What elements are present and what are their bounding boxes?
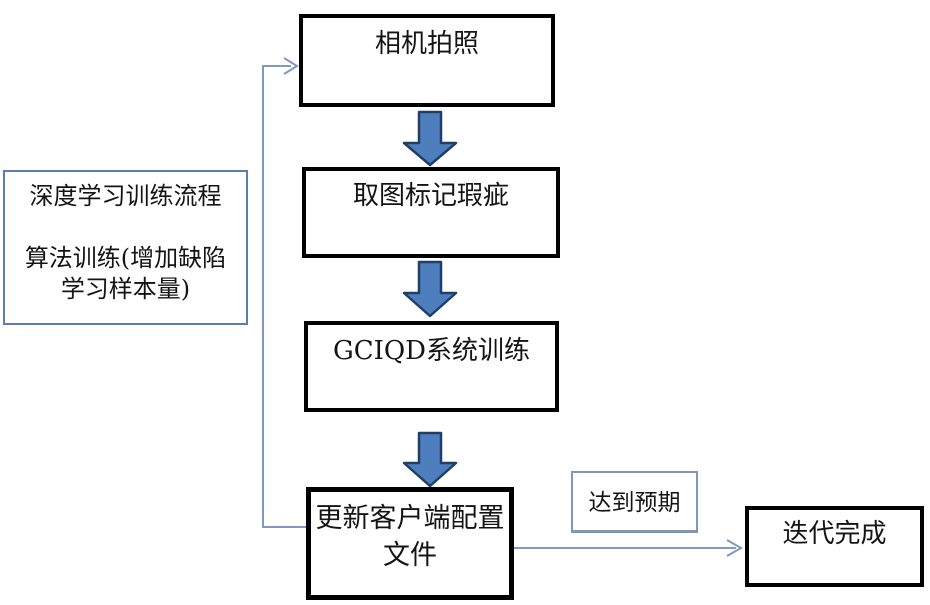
node-iteration-done: 迭代完成 — [745, 506, 924, 587]
label-expected-result: 达到预期 — [571, 471, 698, 533]
node-mark-defects-label: 取图标记瑕疵 — [352, 181, 509, 211]
down-block-arrow-3-icon — [402, 431, 458, 488]
note-blank-line — [5, 212, 246, 243]
node-camera: 相机拍照 — [299, 14, 555, 107]
label-expected-result-text: 达到预期 — [588, 490, 681, 516]
note-line-2: 算法训练(增加缺陷 — [24, 244, 227, 272]
node-update-config-line2: 文件 — [383, 540, 437, 571]
done-arrowhead-icon — [726, 539, 744, 557]
node-update-config-line1: 更新客户端配置 — [315, 503, 505, 534]
process-note-box: 深度学习训练流程 算法训练(增加缺陷 学习样本量) — [3, 170, 248, 325]
down-block-arrow-2-icon — [402, 260, 458, 318]
loopback-connector-line — [262, 65, 307, 528]
loopback-arrowhead-icon — [283, 57, 299, 75]
node-update-config: 更新客户端配置 文件 — [306, 487, 514, 600]
note-line-3: 学习样本量) — [60, 275, 191, 303]
node-iteration-done-label: 迭代完成 — [782, 519, 887, 549]
down-block-arrow-1-icon — [402, 110, 458, 167]
note-line-1: 深度学习训练流程 — [29, 182, 222, 210]
node-system-training: GCIQD系统训练 — [304, 321, 559, 412]
node-system-training-label: GCIQD系统训练 — [332, 336, 531, 366]
node-camera-label: 相机拍照 — [374, 29, 479, 59]
node-mark-defects: 取图标记瑕疵 — [302, 167, 560, 258]
